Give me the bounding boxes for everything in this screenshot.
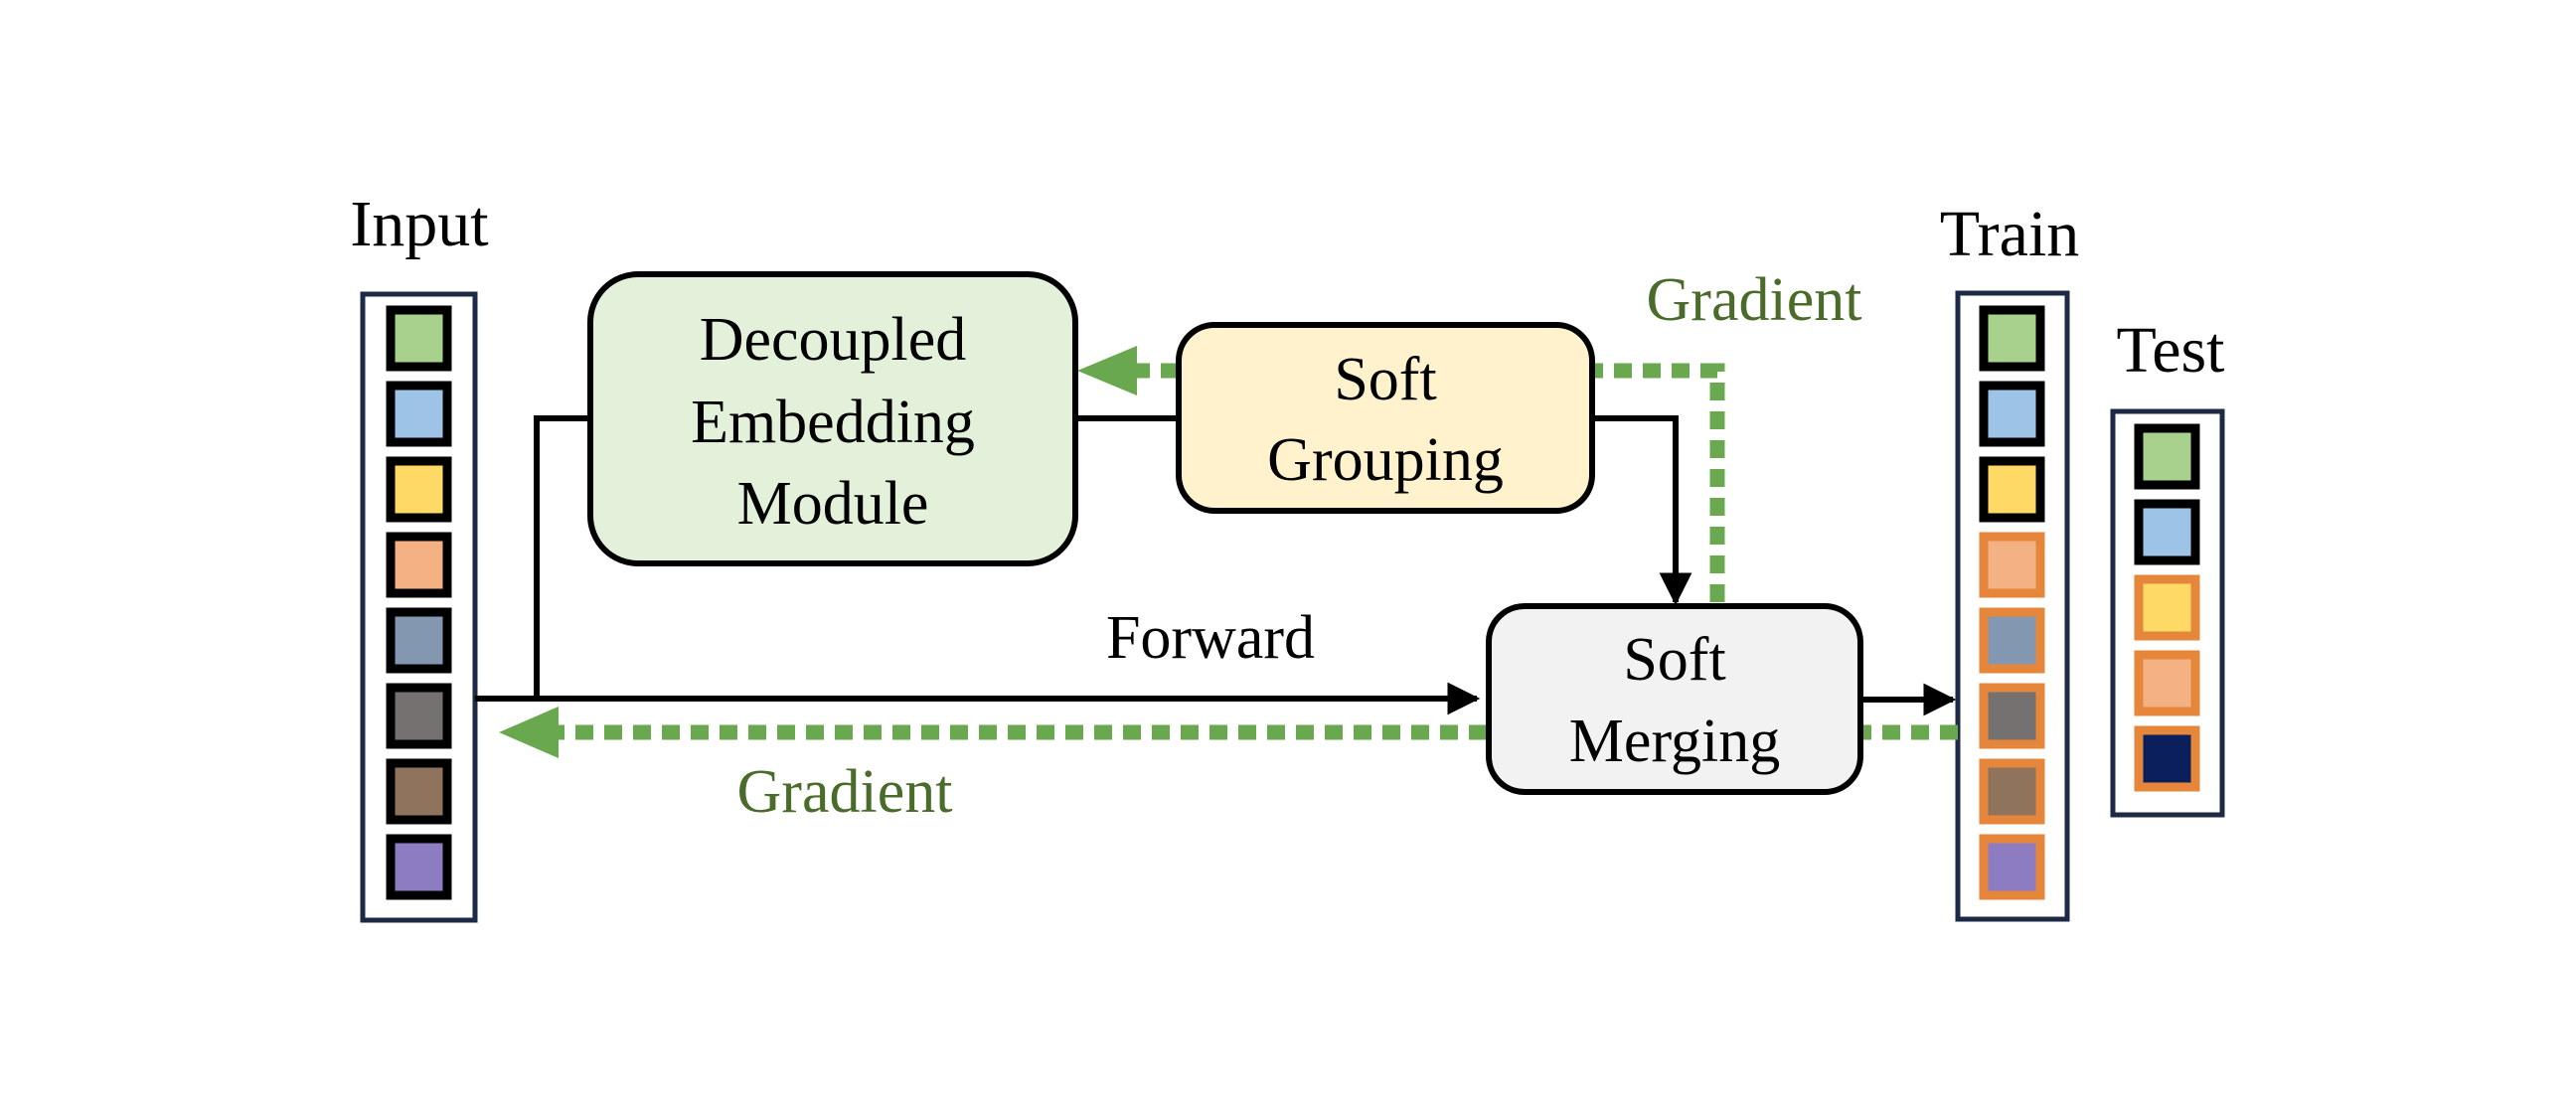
gradient-arrowhead-bottom [499,707,559,758]
soft-merging-line-1: Soft [1623,626,1725,694]
input-token-8 [386,834,452,900]
test-token-5 [2134,725,2200,792]
input-label: Input [350,188,488,260]
input-token-2 [386,381,452,447]
test-token-4 [2134,650,2200,716]
train-token-2 [1979,381,2045,447]
gradient-arrowhead-top [1077,346,1137,395]
input-token-6 [386,683,452,749]
input-token-5 [386,607,452,674]
gradient-label-bottom: Gradient [737,758,953,826]
soft-grouping-line-1: Soft [1334,346,1436,413]
test-token-3 [2134,574,2200,641]
test-token-2 [2134,499,2200,565]
gradient-label-top: Gradient [1647,266,1862,334]
input-token-1 [386,305,452,372]
soft-merging-line-2: Merging [1569,708,1780,775]
test-token-1 [2134,423,2200,490]
train-label: Train [1940,198,2080,270]
input-token-7 [386,758,452,825]
soft-merging-box: Soft Merging [1486,603,1863,795]
train-token-3 [1979,456,2045,523]
decoupled-line-2: Embedding [691,389,975,456]
train-token-5 [1979,607,2045,674]
input-token-4 [386,532,452,598]
branch-to-decoupled-line [534,415,590,699]
forward-label: Forward [1106,604,1315,672]
soft-grouping-line-2: Grouping [1267,426,1504,494]
train-tokens [1979,305,2045,900]
decoupled-line-3: Module [737,470,929,538]
decoupled-line-1: Decoupled [700,306,967,374]
train-token-7 [1979,758,2045,825]
test-tokens [2134,423,2200,792]
grouping-to-merging-line [1592,415,1692,606]
train-token-8 [1979,834,2045,900]
input-token-3 [386,456,452,523]
input-tokens [386,305,452,900]
soft-grouping-box: Soft Grouping [1176,322,1595,514]
test-label: Test [2116,314,2224,387]
train-token-1 [1979,305,2045,372]
train-token-4 [1979,532,2045,598]
decoupled-embedding-module: Decoupled Embedding Module [587,271,1078,566]
gradient-path-top [1592,363,1725,602]
train-token-6 [1979,683,2045,749]
